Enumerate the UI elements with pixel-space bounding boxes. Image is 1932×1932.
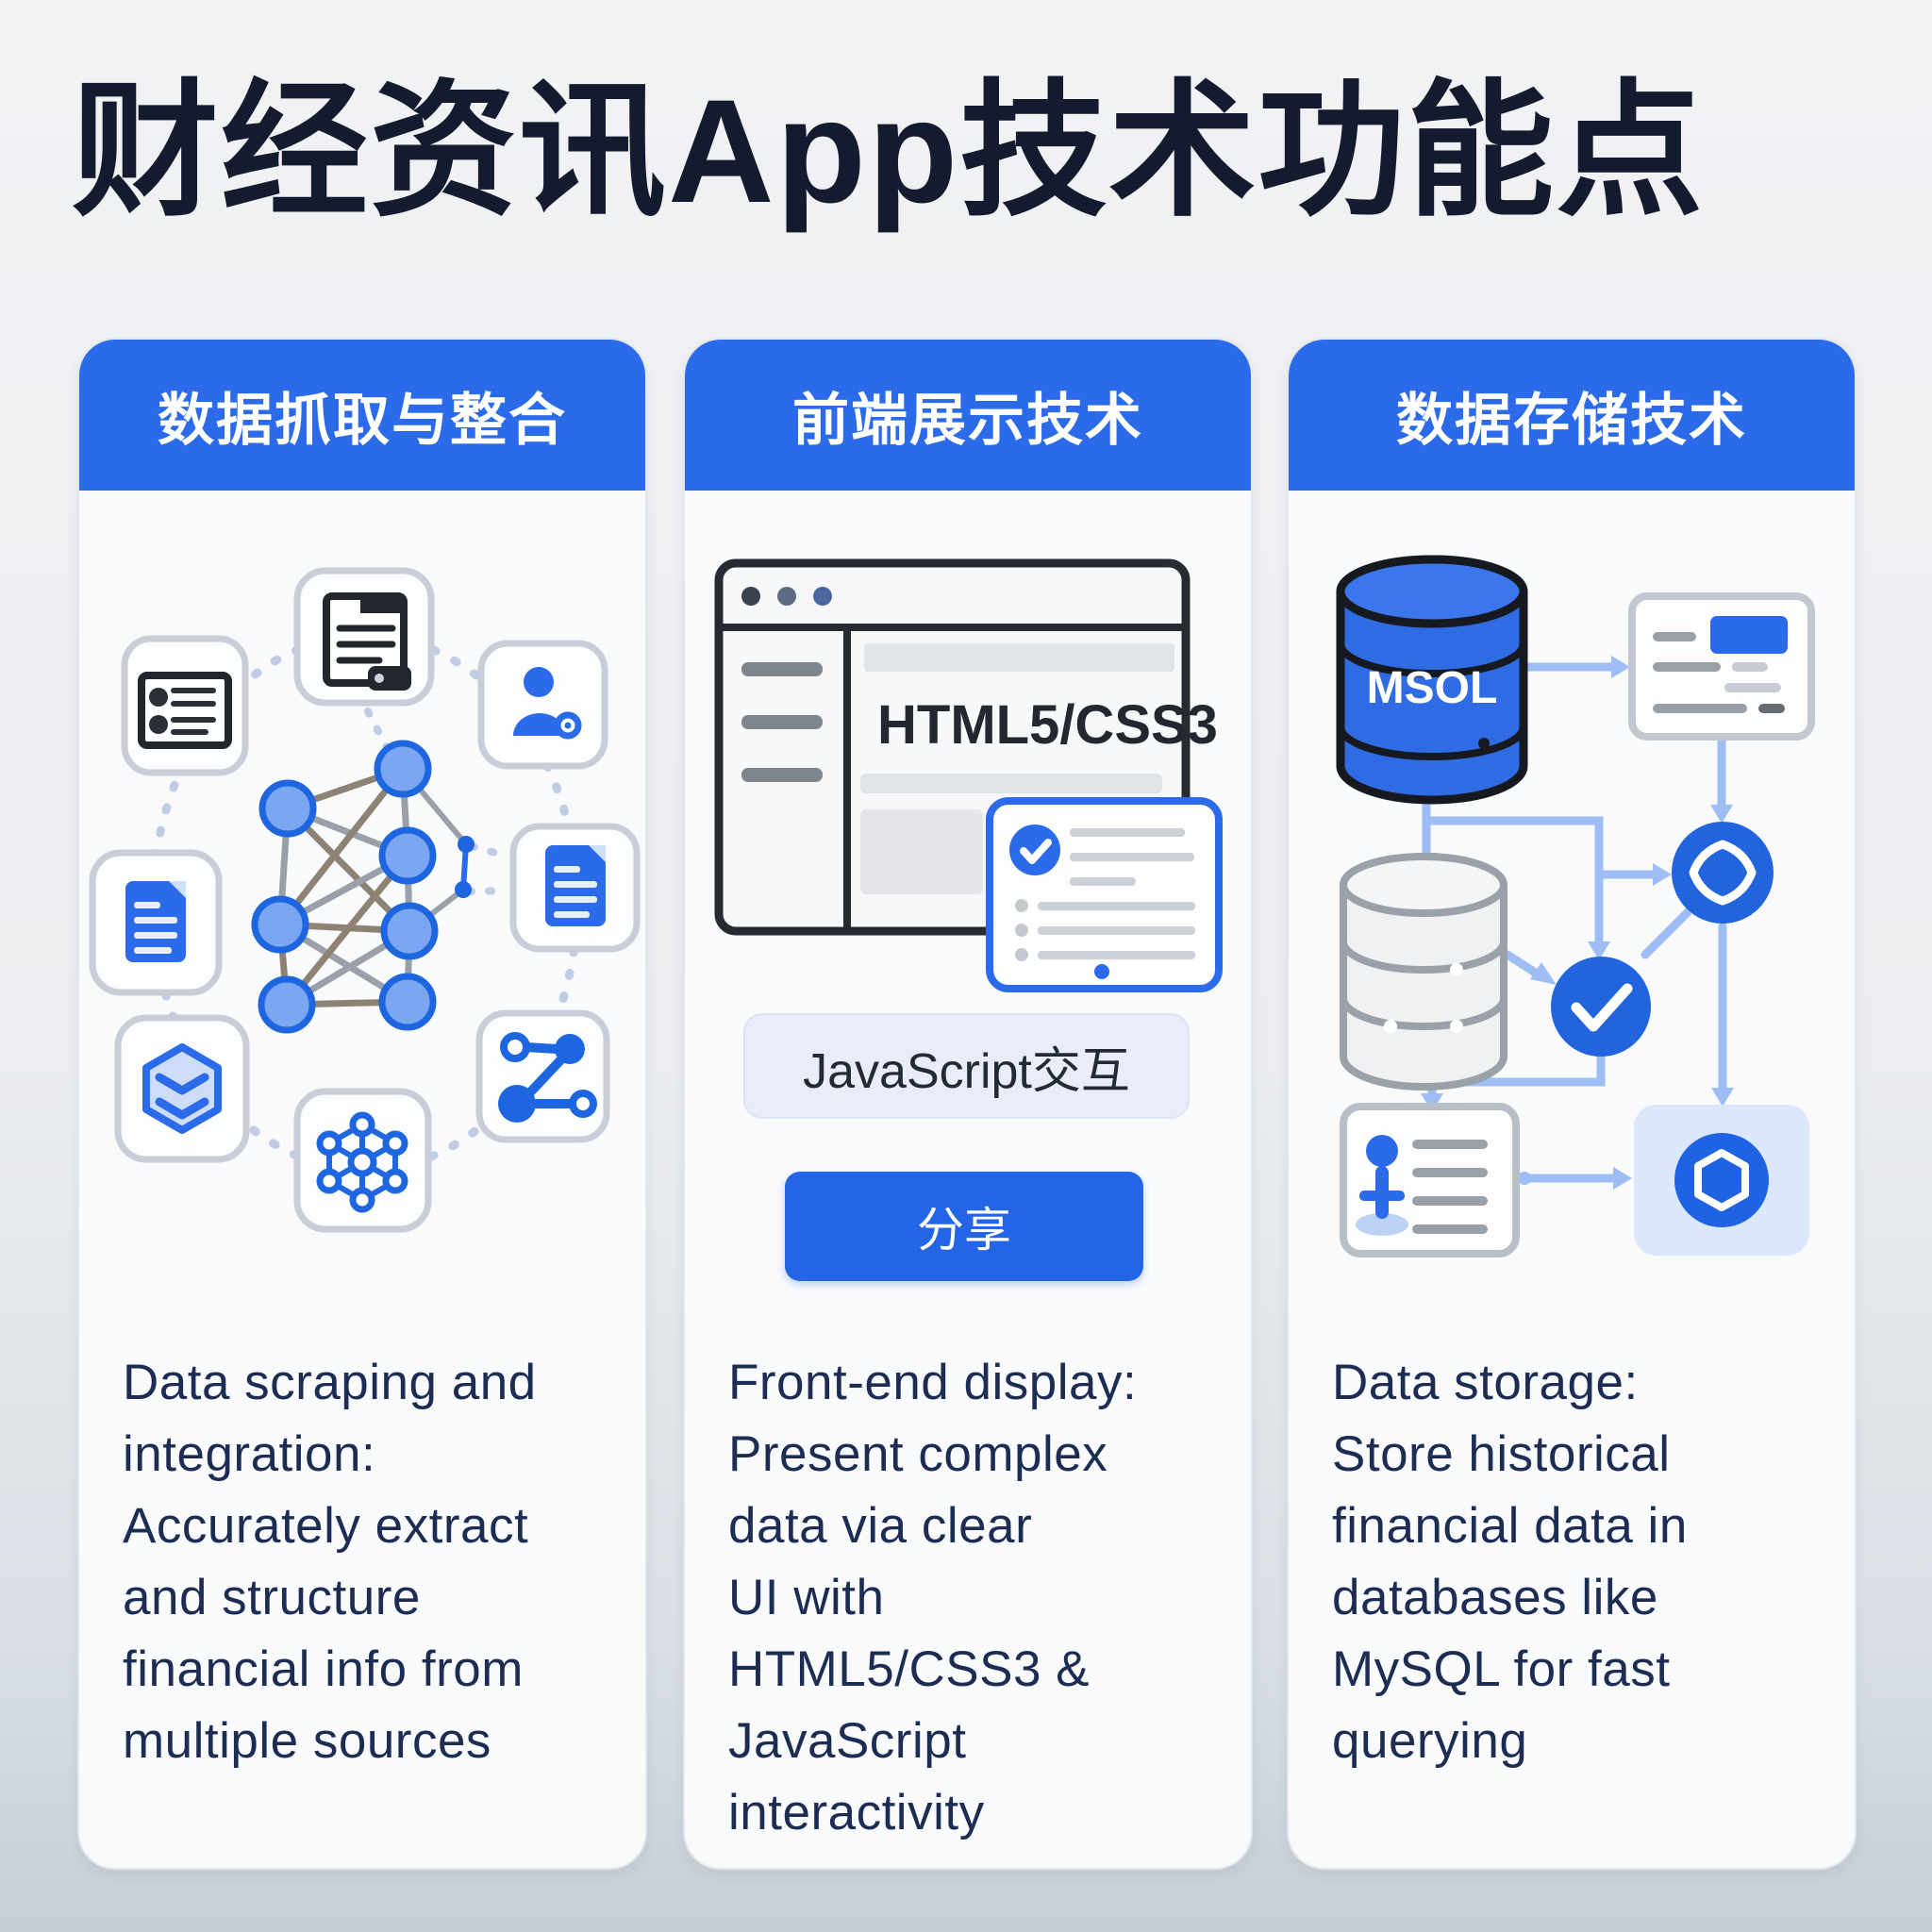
column3-illustration: MSOL	[1289, 491, 1855, 1323]
column1-header: 数据抓取与整合	[79, 340, 645, 491]
column1-illustration	[79, 491, 645, 1323]
storage-flowchart: MSOL	[1336, 555, 1815, 1257]
column2-illustration: HTML5/CSS3	[685, 491, 1251, 1323]
column1-description: Data scraping and integration: Accuratel…	[123, 1355, 537, 1769]
column3-description: Data storage: Store historical financial…	[1332, 1355, 1688, 1769]
column2-description: Front-end display: Present complex data …	[728, 1355, 1138, 1840]
check-circle-icon	[1551, 957, 1651, 1057]
diamond-node-icon	[1672, 822, 1774, 924]
network-graph	[251, 740, 475, 1034]
column3-header: 数据存储技术	[1289, 340, 1855, 491]
notes-card-icon	[121, 635, 249, 776]
database-gray-icon	[1340, 853, 1507, 1091]
database-blue-icon: MSOL	[1336, 555, 1528, 805]
flow-arrows	[1422, 662, 1727, 1183]
window-dot-icon	[777, 587, 796, 606]
page-title: 财经资讯App技术功能点	[72, 70, 1706, 234]
column-data-scraping: 数据抓取与整合	[77, 338, 647, 1870]
sidebar-menu-icon	[741, 662, 823, 782]
share-button[interactable]: 分享	[785, 1172, 1143, 1281]
javascript-pill: JavaScript交互	[743, 1013, 1190, 1119]
column-data-storage: 数据存储技术	[1287, 338, 1857, 1870]
column2-header: 前端展示技术	[685, 340, 1251, 491]
window-dot-icon	[741, 587, 760, 606]
browser-mockup: HTML5/CSS3	[714, 558, 1223, 992]
blue-document-icon	[89, 849, 223, 996]
checklist-card-icon	[986, 797, 1223, 992]
share-nodes-icon	[475, 1009, 610, 1143]
window-dot-icon	[813, 587, 832, 606]
molecule-network-icon	[293, 1088, 432, 1233]
browser-content-label: HTML5/CSS3	[877, 694, 1218, 756]
layered-hexagon-icon	[114, 1014, 250, 1163]
column-frontend-display: 前端展示技术 HTML5/CSS3	[683, 338, 1253, 1870]
user-list-card-icon	[1340, 1103, 1520, 1257]
database-label: MSOL	[1367, 663, 1498, 713]
data-network-illustration	[89, 567, 641, 1233]
report-card-icon	[1628, 592, 1815, 741]
check-circle-icon	[1009, 824, 1060, 875]
clipboard-file-icon	[293, 567, 435, 707]
user-badge-icon	[477, 640, 608, 770]
blue-document-icon	[509, 823, 641, 953]
hexagon-node-icon	[1634, 1105, 1809, 1256]
